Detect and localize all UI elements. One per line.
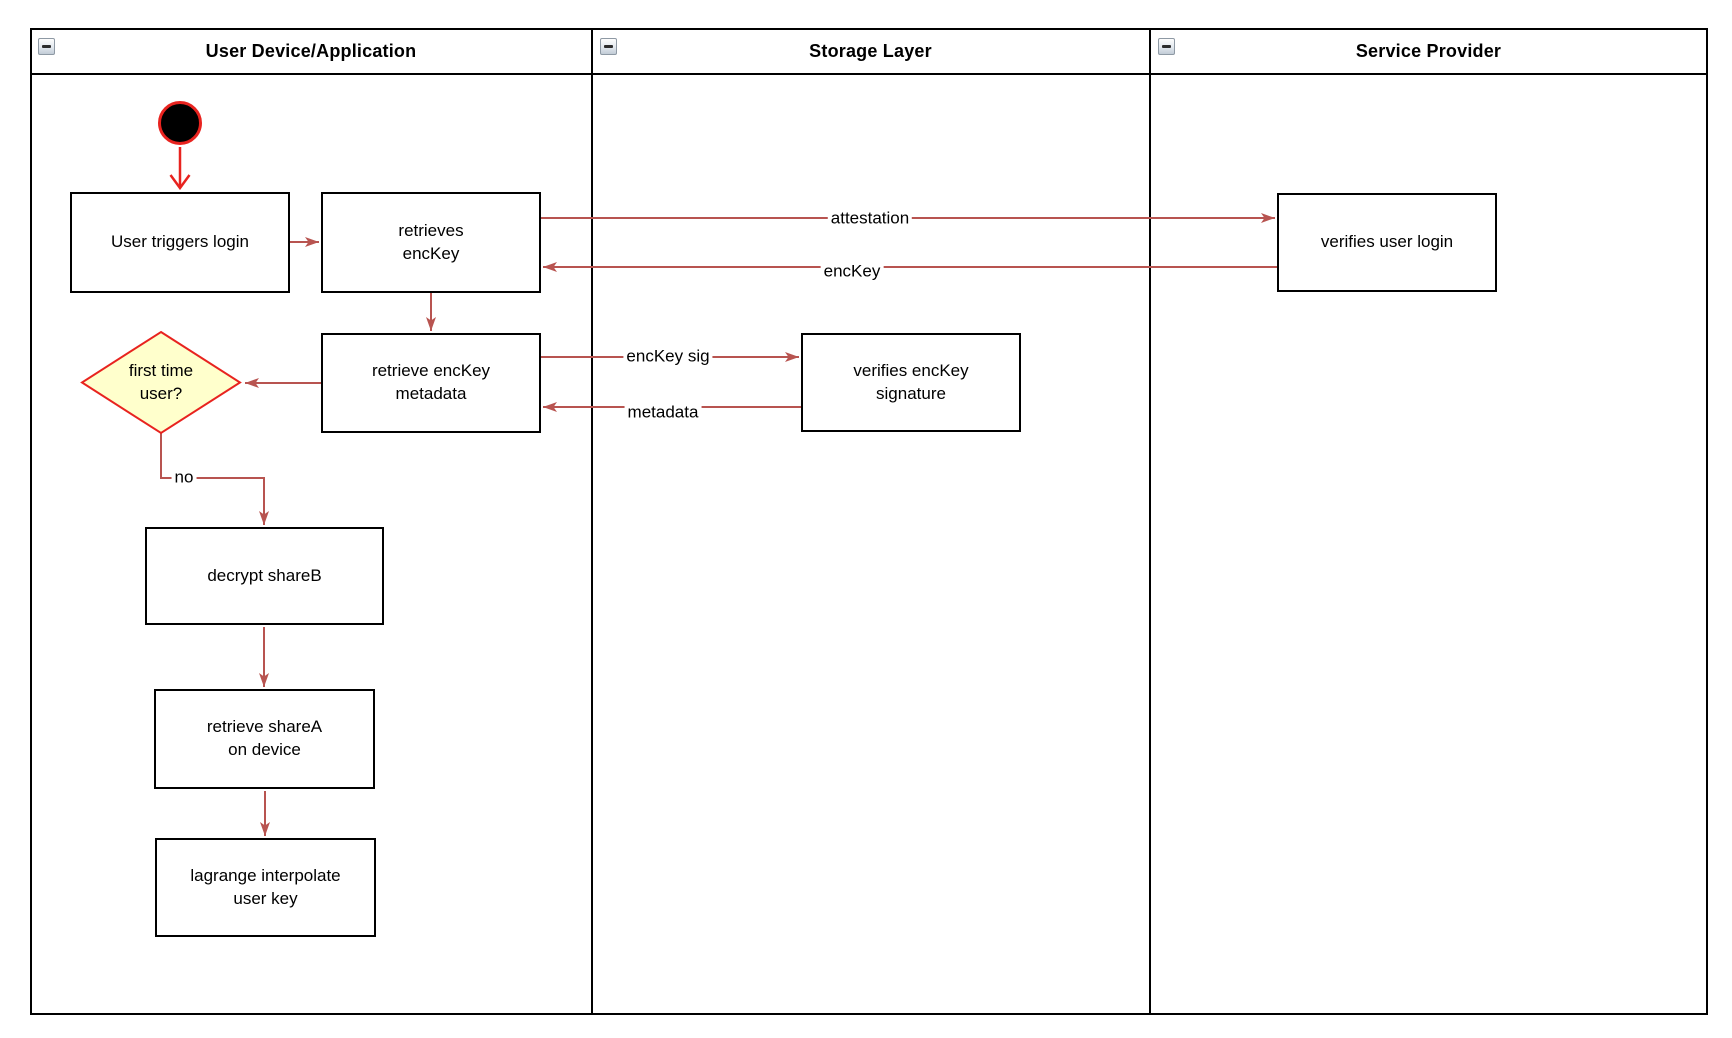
edge-label-attestation[interactable]: attestation	[827, 209, 913, 229]
minus-glyph	[42, 45, 51, 48]
collapse-minus-icon[interactable]	[1158, 38, 1175, 55]
lane-divider-2	[1149, 28, 1151, 1015]
edge-label-metadata[interactable]: metadata	[624, 403, 702, 423]
lane-header-separator	[30, 73, 1708, 75]
collapse-minus-icon[interactable]	[38, 38, 55, 55]
node-label: User triggers login	[111, 232, 249, 252]
initial-node[interactable]	[158, 101, 202, 145]
lane-divider-1	[591, 28, 593, 1015]
minus-glyph	[604, 45, 613, 48]
node-label: decrypt shareB	[207, 565, 322, 585]
start-arrowhead-icon	[169, 174, 191, 191]
node-label: verifies user login	[1320, 232, 1454, 252]
node-label: lagrange interpolate user key	[190, 865, 341, 908]
decision-first-time-user[interactable]	[80, 330, 242, 435]
lane-title-storage-layer: Storage Layer	[809, 40, 932, 61]
node-retrieve-enckey-metadata[interactable]: retrieve encKey metadata	[321, 333, 541, 433]
node-verifies-enckey-signature[interactable]: verifies encKey signature	[801, 333, 1021, 432]
node-label: verifies encKey signature	[853, 360, 969, 403]
decision-label: first time user?	[128, 361, 194, 403]
lane-title-service-provider: Service Provider	[1355, 40, 1502, 61]
node-label: retrieve shareA on device	[206, 717, 323, 759]
lane-header-user-device[interactable]: User Device/Application	[32, 28, 590, 74]
edge-label-no[interactable]: no	[171, 468, 197, 488]
node-retrieves-enckey[interactable]: retrieves encKey	[321, 192, 541, 293]
node-label: retrieve encKey metadata	[371, 361, 491, 403]
edge-label-enckey-sig[interactable]: encKey sig	[623, 347, 713, 367]
minus-glyph	[1162, 45, 1171, 48]
node-lagrange-interpolate-user-key[interactable]: lagrange interpolate user key	[155, 838, 376, 937]
lane-header-storage-layer[interactable]: Storage Layer	[593, 28, 1148, 74]
lane-title-user-device: User Device/Application	[205, 40, 417, 61]
node-retrieve-sharea-on-device[interactable]: retrieve shareA on device	[154, 689, 375, 789]
edge-no-branch[interactable]	[160, 433, 269, 525]
lane-header-service-provider[interactable]: Service Provider	[1151, 28, 1706, 74]
node-decrypt-shareb[interactable]: decrypt shareB	[145, 527, 384, 625]
node-label: retrieves encKey	[398, 220, 464, 263]
node-verifies-user-login[interactable]: verifies user login	[1277, 193, 1497, 292]
collapse-minus-icon[interactable]	[600, 38, 617, 55]
node-user-triggers-login[interactable]: User triggers login	[70, 192, 290, 293]
edge-label-enckey[interactable]: encKey	[820, 262, 884, 282]
